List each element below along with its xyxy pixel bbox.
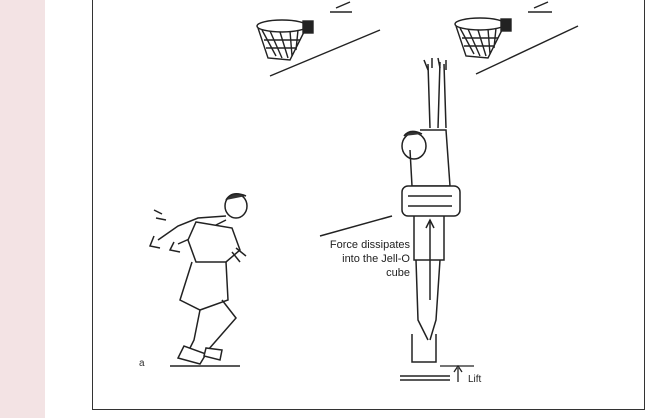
basketball-hoop-icon — [455, 2, 578, 74]
jello-force-annotation: Force dissipates into the Jell-O cube — [300, 238, 410, 280]
jumping-player-figure — [320, 58, 460, 380]
annotation-line-1: Force dissipates — [300, 238, 410, 252]
panel-label: a — [139, 358, 145, 369]
crouching-player-figure — [150, 194, 247, 366]
annotation-line-2: into the Jell-O — [300, 252, 410, 266]
basketball-hoop-icon — [257, 2, 380, 76]
annotation-line-3: cube — [300, 266, 410, 280]
lift-label: Lift — [468, 374, 481, 385]
